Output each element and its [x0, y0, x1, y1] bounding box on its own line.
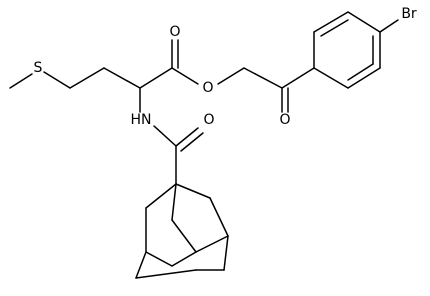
- bond-ring-inner-2: [347, 63, 374, 81]
- amide-carbonyl-oxygen-label: O: [203, 112, 214, 128]
- bond-adam-10: [223, 235, 229, 271]
- bond-adam-12: [135, 269, 197, 279]
- bond-amide-carbonyl-double-2: [180, 132, 204, 152]
- ketone-oxygen-label: O: [279, 112, 290, 128]
- bond-alpha-carbonyl: [139, 67, 173, 89]
- bonds: [9, 11, 399, 279]
- bond-ch2-alpha: [103, 67, 141, 89]
- bond-methyl-s: [9, 73, 33, 89]
- amide-nitrogen-label: HN: [131, 112, 152, 128]
- bond-ring-5: [347, 67, 381, 89]
- bond-adam-5: [209, 197, 229, 237]
- bond-adam-6: [171, 219, 197, 253]
- bond-ketone-ring: [281, 67, 315, 89]
- sulfur-label: S: [34, 60, 43, 76]
- bond-adam-11: [135, 251, 147, 279]
- bond-amide-carbonyl-double-1: [175, 127, 199, 147]
- bond-adam-3: [171, 183, 177, 221]
- bond-ester-o-ch2: [217, 67, 245, 85]
- atom-labels: S O O O Br HN O: [34, 6, 417, 128]
- bond-ring-6: [313, 67, 349, 89]
- bond-adam-8: [171, 251, 197, 267]
- bond-adam-9: [195, 235, 229, 253]
- bond-ch2-ch2: [69, 67, 105, 89]
- bond-adam-2: [175, 183, 211, 199]
- bond-ring-3: [347, 11, 381, 33]
- bond-ring-bromine: [379, 19, 399, 33]
- ester-oxygen-label: O: [202, 80, 213, 96]
- bond-adam-1: [145, 183, 177, 209]
- bromine-label: Br: [401, 6, 417, 22]
- bond-ch2-ketone: [243, 67, 283, 89]
- bond-adam-7: [145, 251, 173, 267]
- bond-ring-inner-1: [320, 19, 349, 37]
- bond-carbonyl-ester-o: [171, 67, 199, 85]
- bond-s-ch2: [43, 71, 71, 89]
- bond-ring-2: [313, 11, 349, 33]
- bond-nitrogen-amide-carbonyl: [153, 125, 177, 147]
- ester-carbonyl-oxygen-label: O: [169, 24, 180, 40]
